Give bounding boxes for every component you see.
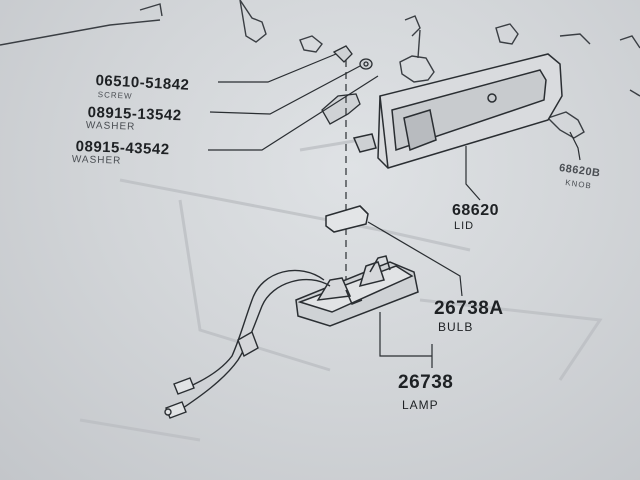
bleed-through-marks [79,138,603,442]
upper-fragment-parts [0,0,640,139]
lamp-part-number: 26738 [398,372,454,393]
bulb-drawing [325,205,369,233]
lamp-wires [179,269,331,411]
washer-2-name: WASHER [71,154,122,167]
lamp-leader [379,312,433,368]
washer-1-name: WASHER [85,120,136,133]
bulb-part-number: 26738A [434,298,504,319]
leader-lines-upper [208,53,379,151]
knob-leader [569,131,581,161]
lamp-socket-drawing [295,255,419,327]
screw-and-washers [321,45,373,125]
lid-housing [352,53,563,169]
bulb-leader [367,221,463,297]
lid-leader [465,146,481,201]
screw-name: SCREW [97,90,133,101]
bulb-name: BULB [438,320,474,334]
lamp-name: LAMP [402,398,439,412]
lid-name: LID [454,220,475,232]
lid-part-number: 68620 [452,202,499,219]
wire-terminals [164,377,195,419]
